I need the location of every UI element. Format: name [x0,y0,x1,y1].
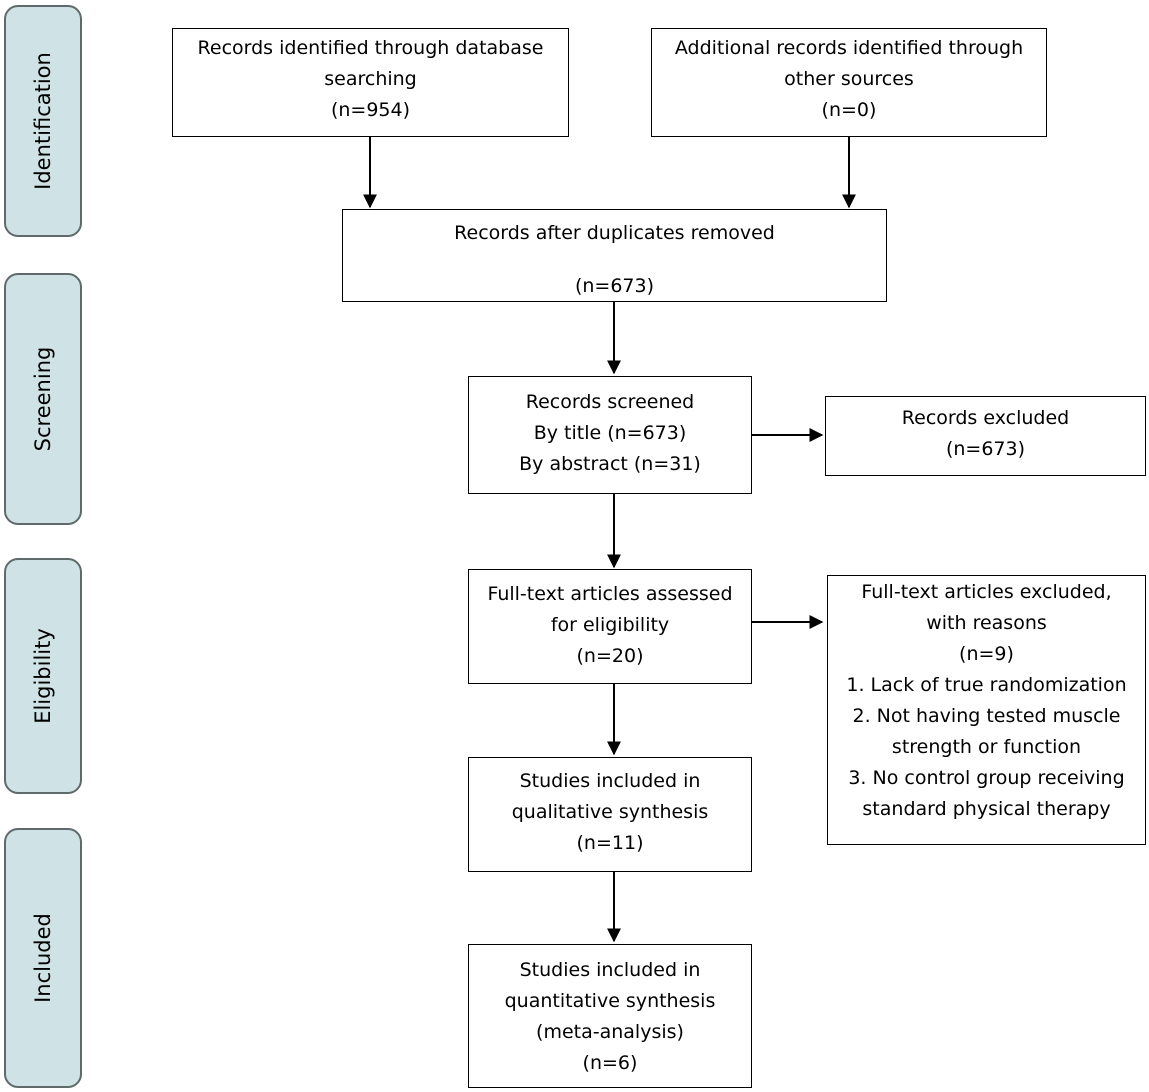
box-database-search-line1: Records identified through database [197,37,544,59]
box-fulltext-assessed-line1: Full-text articles assessed [487,583,733,605]
box-qualitative-line1: Studies included in [519,770,701,792]
box-qualitative-line2: qualitative synthesis [511,801,709,823]
box-duplicates-removed-count: (n=673) [574,275,655,297]
box-qualitative-count: (n=11) [576,832,644,854]
box-records-excluded-title: Records excluded [901,407,1070,429]
box-other-sources-count: (n=0) [821,99,877,121]
box-fulltext-assessed-count: (n=20) [576,645,644,667]
box-records-excluded: Records excluded (n=673) [825,396,1146,476]
box-records-screened-title: Records screened [525,391,695,413]
box-fulltext-excluded-reason3a: 3. No control group receiving [848,767,1125,789]
box-database-search-line2: searching [324,68,417,90]
box-fulltext-excluded-subtitle: with reasons [926,612,1047,634]
box-fulltext-excluded-reason1: 1. Lack of true randomization [846,674,1127,696]
box-records-screened-title-count: By title (n=673) [533,422,687,444]
box-other-sources-line2: other sources [784,68,914,90]
box-quantitative-line1: Studies included in [519,959,701,981]
box-duplicates-removed-title: Records after duplicates removed [454,222,775,244]
box-quantitative-line2: quantitative synthesis [504,990,716,1012]
box-records-screened-abstract-count: By abstract (n=31) [519,453,701,475]
box-fulltext-excluded: Full-text articles excluded, with reason… [827,575,1146,845]
box-qualitative-synthesis: Studies included in qualitative synthesi… [468,757,752,872]
box-fulltext-excluded-count: (n=9) [959,643,1014,665]
box-database-search-count: (n=954) [330,99,411,121]
phase-identification: Identification [4,5,82,237]
box-other-sources-line1: Additional records identified through [674,37,1024,59]
box-quantitative-synthesis: Studies included in quantitative synthes… [468,944,752,1088]
box-fulltext-excluded-title: Full-text articles excluded, [861,581,1112,603]
box-records-excluded-count: (n=673) [945,438,1026,460]
box-other-sources: Additional records identified through ot… [651,28,1047,137]
box-fulltext-excluded-reason2b: strength or function [891,736,1082,758]
box-records-screened: Records screened By title (n=673) By abs… [468,376,752,494]
box-quantitative-line3: (meta-analysis) [536,1021,684,1043]
box-fulltext-assessed: Full-text articles assessed for eligibil… [468,569,752,684]
phase-screening: Screening [4,273,82,525]
box-duplicates-removed: Records after duplicates removed (n=673) [342,209,887,302]
box-fulltext-excluded-reason3b: standard physical therapy [862,798,1111,820]
phase-eligibility: Eligibility [4,558,82,794]
phase-included: Included [4,828,82,1088]
box-fulltext-assessed-line2: for eligibility [550,614,670,636]
box-database-search: Records identified through database sear… [172,28,569,137]
box-fulltext-excluded-reason2a: 2. Not having tested muscle [852,705,1121,727]
box-quantitative-count: (n=6) [582,1052,638,1074]
